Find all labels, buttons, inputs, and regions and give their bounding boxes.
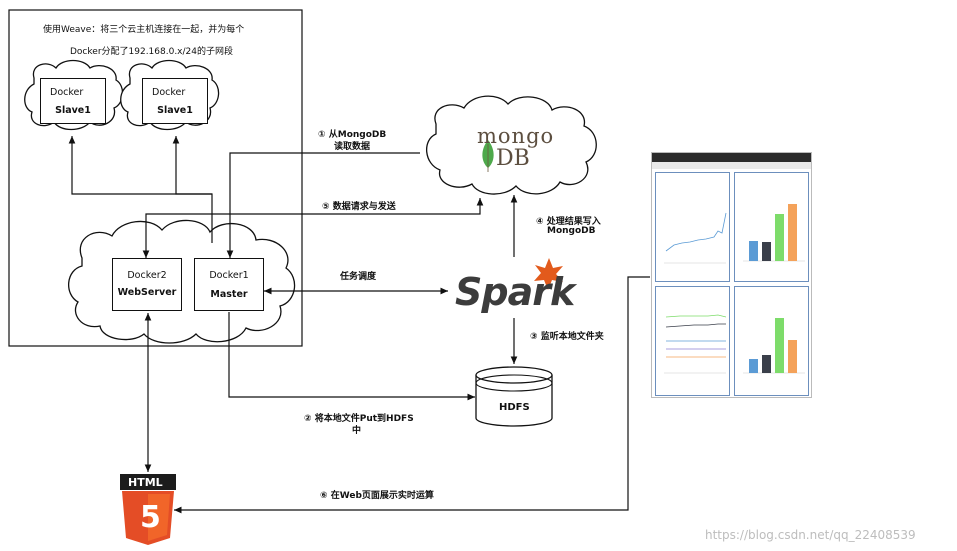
bar-mini-2 [762,242,771,261]
node-slave-b: Docker Slave1 [142,78,208,124]
hdfs-label: HDFS [499,402,530,413]
edge-label-sched: 任务调度 [340,272,377,282]
bar-mini-5 [749,359,758,373]
node-slave-b-line2: Slave1 [157,105,193,116]
mongodb-leaf-icon [482,140,494,172]
line-chart-top-mini [664,212,727,264]
chart-panel-line-bottom [655,286,730,396]
bar-chart-top-mini [743,204,805,262]
line-mini-green [665,314,727,318]
edge-master-to-hdfs [228,312,475,401]
edge-label-2-line2: 中 [352,426,362,436]
bar-mini-8 [788,340,797,373]
node-slave-a: Docker Slave1 [40,78,106,124]
browser-tab-bar [652,153,811,162]
html5-label: HTML [128,476,163,489]
node-slave-a-line1: Docker [50,87,84,98]
node-master-line1: Docker1 [209,270,249,281]
edge-label-1-line1: ① 从MongoDB [318,130,387,140]
mongodb-logo-text2: DB [496,146,530,171]
bar-mini-1 [749,241,758,261]
bar-mini-3 [775,214,784,261]
cluster-frame [8,9,303,347]
cloud-mongodb [426,95,597,195]
node-webserver-line1: Docker2 [127,270,167,281]
hdfs-cylinder [475,366,553,427]
bar-chart-bottom-mini [743,318,805,374]
cluster-note-line1: 使用Weave：将三个云主机连接在一起，并为每个 [43,25,245,35]
chart-panel-bar-bottom [734,286,809,396]
dashboard-screenshot [651,152,812,398]
chart-panel-line-top [655,172,730,282]
edge-label-2-line1: ② 将本地文件Put到HDFS [304,414,414,424]
node-slave-b-line1: Docker [152,87,186,98]
edge-label-4-line1: ④ 处理结果写入 [536,217,601,227]
spark-logo-text: Spark [455,270,575,314]
edge-screenshot-to-html5 [174,276,650,514]
browser-url-bar [652,162,811,169]
edge-label-1-line2: 读取数据 [334,142,371,152]
edge-label-5: ⑤ 数据请求与发送 [322,202,396,212]
line-series-mini [665,212,727,252]
line-chart-bottom-mini [664,314,727,374]
node-webserver-line2: WebServer [117,287,177,298]
bar-mini-7 [775,318,784,373]
watermark: https://blog.csdn.net/qq_22408539 [705,528,916,542]
chart-panel-bar-top [734,172,809,282]
bar-mini-6 [762,355,771,373]
mongodb-logo-text: mongo [477,124,555,148]
node-webserver: Docker2 WebServer [112,258,182,311]
html5-number: 5 [140,500,161,535]
edge-master-to-slave-b [172,136,212,195]
node-master-line2: Master [210,289,248,300]
edge-label-3: ③ 监听本地文件夹 [530,332,604,342]
node-slave-a-line2: Slave1 [55,105,91,116]
spark-star-icon [534,258,563,290]
html5-logo [120,474,176,545]
edge-label-6: ⑥ 在Web页面展示实时运算 [320,491,434,501]
line-mini-dark [665,323,726,328]
cluster-note-line2: Docker分配了192.168.0.x/24的子网段 [70,47,233,57]
bar-mini-4 [788,204,797,261]
edge-webserver-mongo [142,198,484,258]
edge-label-4-line2: MongoDB [547,226,596,236]
node-master: Docker1 Master [194,258,264,311]
